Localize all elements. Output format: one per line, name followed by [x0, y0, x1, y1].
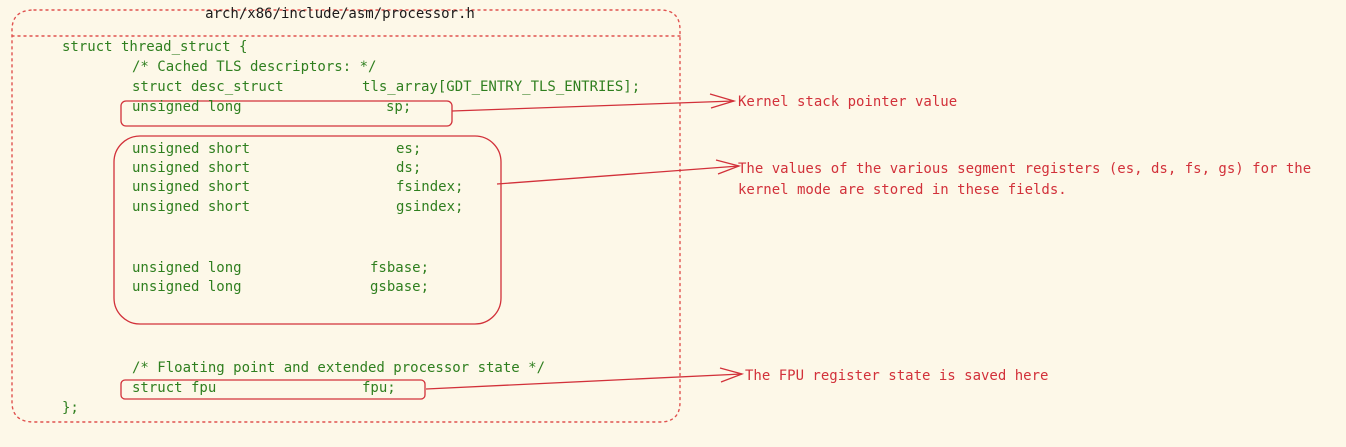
comment-tls-line: /* Cached TLS descriptors: */: [132, 59, 377, 75]
fsbase-type: unsigned long: [132, 260, 242, 276]
fsindex-field: fsindex;: [396, 179, 464, 195]
fpu-type: struct fpu: [132, 380, 217, 396]
sp-arrow: [451, 100, 735, 112]
tls-array-field: tls_array[GDT_ENTRY_TLS_ENTRIES];: [362, 79, 641, 95]
sp-type: unsigned long: [132, 99, 242, 115]
fpu-annotation: The FPU register state is saved here: [745, 368, 1049, 384]
es-type: unsigned short: [132, 141, 251, 157]
segment-arrow-head: [715, 159, 742, 175]
gsbase-type: unsigned long: [132, 279, 242, 295]
gsbase-field: gsbase;: [370, 279, 430, 295]
sp-field: sp;: [386, 99, 412, 115]
fsindex-type: unsigned short: [132, 179, 251, 195]
comment-fpu-line: /* Floating point and extended processor…: [132, 360, 546, 376]
code-frame: [11, 9, 681, 423]
sp-annotation: Kernel stack pointer value: [738, 94, 958, 110]
fsbase-field: fsbase;: [370, 260, 430, 276]
fpu-field: fpu;: [362, 380, 396, 396]
struct-open-line: struct thread_struct {: [62, 39, 248, 55]
struct-close-line: };: [62, 400, 79, 416]
desc-struct-type: struct desc_struct: [132, 79, 284, 95]
segment-highlight-box: [113, 135, 502, 325]
fpu-highlight-box: [120, 379, 426, 400]
segment-arrow: [496, 165, 740, 185]
fpu-arrow: [425, 373, 743, 390]
gsindex-type: unsigned short: [132, 199, 251, 215]
fpu-arrow-head: [719, 367, 745, 383]
ds-field: ds;: [396, 160, 422, 176]
sp-highlight-box: [120, 100, 453, 127]
es-field: es;: [396, 141, 422, 157]
segment-annotation-line2: kernel mode are stored in these fields.: [738, 182, 1067, 198]
sp-arrow-head: [709, 93, 737, 109]
ds-type: unsigned short: [132, 160, 251, 176]
segment-annotation-line1: The values of the various segment regist…: [738, 161, 1312, 177]
file-title: arch/x86/include/asm/processor.h: [205, 6, 475, 22]
gsindex-field: gsindex;: [396, 199, 464, 215]
